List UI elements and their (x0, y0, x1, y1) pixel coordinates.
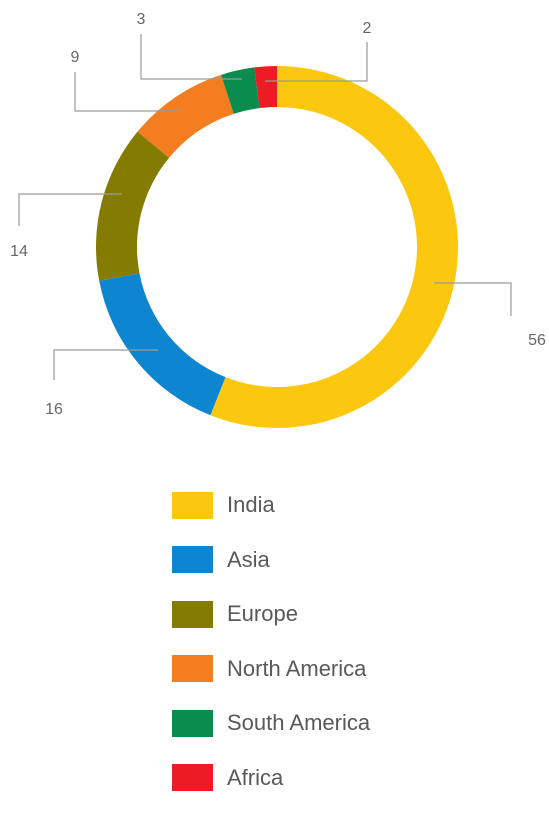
legend-label: North America (227, 655, 367, 681)
legend-label: Asia (227, 546, 270, 572)
legend-item-north-america: North America (172, 653, 370, 685)
legend-label: India (227, 492, 275, 517)
legend-swatch (172, 655, 213, 683)
data-label-north-america: 9 (71, 49, 80, 66)
data-label-asia: 16 (45, 401, 63, 418)
legend-label: Africa (227, 764, 284, 790)
legend-swatch (172, 491, 213, 519)
leader-line-india (434, 282, 512, 316)
donut-slices (96, 66, 458, 429)
legend-item-south-america: South America (172, 707, 370, 739)
leader-line-africa (265, 42, 368, 82)
legend-swatch (172, 546, 213, 574)
slice-india (210, 66, 458, 429)
slice-asia (99, 273, 226, 416)
data-label-europe: 14 (10, 243, 28, 260)
leader-line-south-america (140, 34, 242, 80)
data-label-south-america: 3 (137, 11, 146, 28)
legend-item-africa: Africa (172, 762, 370, 794)
legend-label: South America (227, 710, 371, 736)
slice-north-america (137, 74, 234, 158)
legend-label: Europe (227, 601, 298, 627)
legend-item-europe: Europe (172, 598, 370, 630)
slice-europe (96, 131, 170, 281)
data-label-india: 56 (528, 332, 546, 349)
legend-swatch (172, 764, 213, 792)
slice-africa (254, 66, 277, 109)
data-labels: 56 16 14 9 3 2 (10, 11, 546, 418)
leader-line-north-america (74, 72, 182, 112)
leader-line-asia (53, 349, 158, 380)
legend-item-asia: Asia (172, 544, 370, 576)
leader-line-europe (18, 193, 122, 226)
legend-item-india: India (172, 489, 370, 521)
data-label-africa: 2 (363, 20, 372, 37)
donut-chart: 56 16 14 9 3 2 (10, 11, 546, 429)
legend-swatch (172, 600, 213, 628)
legend-swatch (172, 709, 213, 737)
